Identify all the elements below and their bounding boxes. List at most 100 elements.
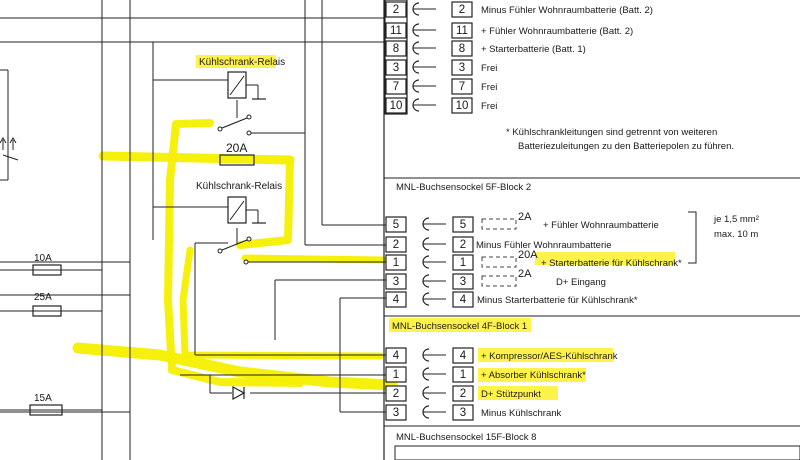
top-row-label-5: Frei <box>481 101 497 112</box>
top-pin-right-3-box <box>451 59 473 76</box>
block1-pin-right-0: 4 <box>460 350 467 362</box>
block2-fuse-label-3: 2A <box>518 268 532 280</box>
block1-pin-left-2-box <box>385 385 407 402</box>
block2-row-label-4: Minus Starterbatterie für Kühlschrank* <box>477 295 638 306</box>
top-row-label-4: Frei <box>481 82 497 93</box>
top-row-label-0: Minus Fühler Wohnraumbatterie (Batt. 2) <box>481 5 653 16</box>
block2-spec-2: max. 10 m <box>714 229 758 240</box>
top-pin-right-1-box <box>451 22 473 39</box>
relay-bottom-contact-b <box>246 236 252 242</box>
highlight-starter <box>535 252 675 265</box>
marker-fuse-line <box>98 151 295 165</box>
block2-pin-right-1-box <box>452 236 474 253</box>
block2-bracket <box>688 211 697 264</box>
fuse-left-a-label: 10A <box>34 253 52 264</box>
block2-pin-left-0: 5 <box>393 219 399 231</box>
block1-pin-left-1: 1 <box>393 369 399 381</box>
block2-pin-right-4-box <box>452 291 474 308</box>
block1-pin-right-2-box <box>452 385 474 402</box>
block8-box <box>394 445 800 460</box>
block2-pin-left-3-box <box>385 273 407 290</box>
arrows-icon <box>0 137 19 161</box>
block2-pin-left-2-box <box>385 254 407 271</box>
top-pin-right-4-box <box>451 78 473 95</box>
top-row-label-2: + Starterbatterie (Batt. 1) <box>481 44 586 55</box>
marker-relay-loop <box>236 156 294 249</box>
block1-pin-left-1-box <box>385 366 407 383</box>
top-pin-left-3: 3 <box>393 62 399 74</box>
block2-pin-left-0-box <box>385 216 407 233</box>
marker-starter-line <box>241 254 387 264</box>
top-pin-left-4-box <box>385 78 407 95</box>
block1-row-label-3: Minus Kühlschrank <box>481 408 562 419</box>
block2-pin-right-4: 4 <box>460 294 467 306</box>
block2-fuse-label-2: 20A <box>518 249 538 261</box>
block2-pin-right-2-box <box>452 254 474 271</box>
block2-rows: 5 5 2A + Fühler Wohnraumbatterie 2 2 Minus Füh… <box>385 211 682 308</box>
relay-top-contact-c <box>246 130 252 136</box>
block1-pin-left-3-box <box>385 404 407 421</box>
block2-row-label-0: + Fühler Wohnraumbatterie <box>543 220 659 231</box>
block1-pin-right-1: 1 <box>460 369 466 381</box>
relay-top-contact-b <box>246 114 252 120</box>
highlight-relay-top <box>196 55 276 68</box>
block2-pin-right-1: 2 <box>460 239 466 251</box>
block2-pin-left-1-box <box>385 236 407 253</box>
diode-symbol <box>232 385 246 401</box>
highlight-absorber <box>478 368 586 382</box>
block2-pin-right-0: 5 <box>460 219 466 231</box>
top-pin-left-5: 10 <box>390 100 403 112</box>
block2-fuse-0 <box>481 218 517 230</box>
top-pin-left-1: 11 <box>390 25 402 37</box>
block8-title: MNL-Buchsensockel 15F-Block 8 <box>396 432 536 443</box>
block2-fuse-2 <box>481 256 517 268</box>
relay-top-label: Kühlschrank-Relais <box>199 57 285 68</box>
top-pin-left-0-box <box>385 1 407 18</box>
note-line-1: * Kühlschrankleitungen sind getrennt von… <box>506 127 717 138</box>
fuse-main-label: 20A <box>226 141 247 155</box>
fuse-left-c-label: 15A <box>34 393 52 404</box>
top-pin-right-2: 8 <box>459 43 465 55</box>
top-pin-left-1-box <box>385 22 407 39</box>
marker-inner-vertical <box>179 246 384 360</box>
marker-left-vertical <box>164 119 304 387</box>
top-pin-left-5-box <box>385 97 407 114</box>
block2-row-label-2: + Starterbatterie für Kühlschrank* <box>541 258 682 269</box>
block2-row-label-3: D+ Eingang <box>556 277 606 288</box>
highlight-stuetzpunkt <box>478 386 558 400</box>
block2-fuse-3 <box>481 275 517 287</box>
block2-pin-right-3: 3 <box>460 276 466 288</box>
fuse-left-b-label: 25A <box>34 292 52 303</box>
top-pin-right-3: 3 <box>459 62 465 74</box>
top-pin-right-2-box <box>451 40 473 57</box>
block2-fuse-label-0: 2A <box>518 211 532 223</box>
block2-row-label-1: Minus Fühler Wohnraumbatterie <box>476 240 612 251</box>
top-pin-left-4: 7 <box>393 81 399 93</box>
top-pin-left-0: 2 <box>393 4 399 16</box>
block1-row-label-1: + Absorber Kühlschrank* <box>481 370 586 381</box>
block1-title: MNL-Buchsensockel 4F-Block 1 <box>392 321 527 332</box>
block2-pin-left-1: 2 <box>393 239 399 251</box>
block2-pin-right-2: 1 <box>460 257 466 269</box>
block2-spec-1: je 1,5 mm² <box>713 214 759 225</box>
top-row-label-1: + Fühler Wohnraumbatterie (Batt. 2) <box>481 26 633 37</box>
highlight-block1-title <box>389 318 531 332</box>
block1-pin-left-2: 2 <box>393 388 399 400</box>
top-pin-right-0: 2 <box>459 4 465 16</box>
block2-pin-left-3: 3 <box>393 276 399 288</box>
top-pin-right-1: 11 <box>456 25 468 37</box>
relay-bottom-contact-c <box>243 259 249 265</box>
relay-top-coil-mark <box>229 75 245 96</box>
top-pin-right-5-box <box>451 97 473 114</box>
top-connector: 2 2 Minus Fühler Wohnraumbatterie (Batt. 2… <box>384 0 653 115</box>
block2-pin-left-4: 4 <box>393 294 400 306</box>
relay-top-switch <box>221 117 248 129</box>
block1-pin-right-3: 3 <box>460 407 466 419</box>
top-pin-left-2-box <box>385 40 407 57</box>
top-pin-right-0-box <box>451 1 473 18</box>
block1-pin-right-1-box <box>452 366 474 383</box>
relay-bottom-switch <box>221 239 248 251</box>
